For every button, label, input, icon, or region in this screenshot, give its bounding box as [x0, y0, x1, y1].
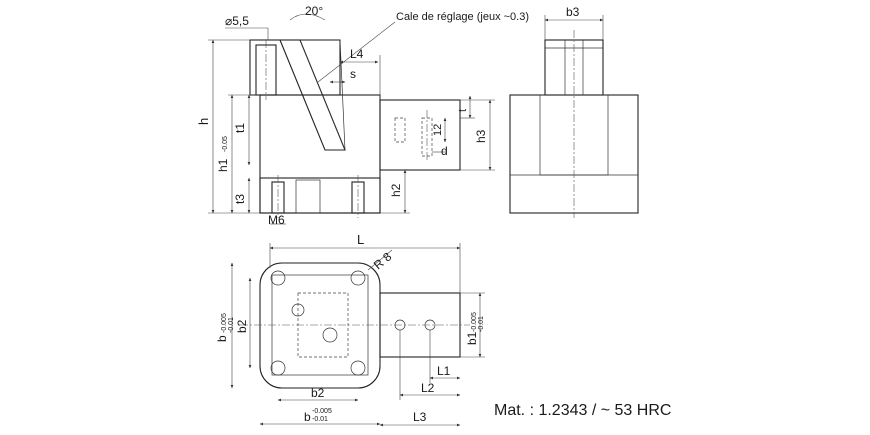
label-dia: ⌀5,5: [225, 14, 249, 28]
label-b-bottom: b: [304, 410, 311, 424]
label-note: Cale de réglage (jeux ~0.3): [396, 11, 529, 23]
corner-hole-tr: [350, 270, 366, 286]
side-view: [509, 15, 639, 218]
label-h3: h3: [474, 129, 488, 143]
label-t3: t3: [233, 194, 247, 204]
top-flange: [259, 262, 381, 389]
slider-block: [249, 39, 341, 96]
label-h: h: [196, 118, 211, 125]
hole-left: [394, 117, 406, 143]
material-spec: Mat. : 1.2343 / ~ 53 HRC: [494, 402, 672, 419]
label-l4: L4: [350, 47, 364, 61]
label-l1: L1: [437, 364, 451, 378]
hole-right: [421, 117, 433, 157]
label-b1-tol-top: -0.005: [471, 312, 478, 332]
hole-2: [322, 327, 338, 343]
label-l3: L3: [413, 410, 427, 424]
label-b3: b3: [566, 5, 580, 19]
label-h2: h2: [389, 183, 403, 197]
label-12: 12: [432, 124, 444, 136]
label-b-tol-top: -0.005: [221, 313, 228, 333]
label-d: d: [441, 144, 448, 158]
label-angle: 20°: [305, 4, 323, 18]
hole-1: [291, 303, 305, 317]
label-b-left: b: [215, 335, 229, 342]
label-t: t: [457, 109, 469, 112]
front-dimensions: [208, 13, 495, 225]
label-m6: M6: [268, 213, 285, 227]
corner-hole-tl: [270, 270, 286, 286]
leader-r8: [367, 249, 393, 271]
label-L: L: [357, 232, 364, 247]
top-dimensions: [230, 243, 485, 427]
wedge-hatch: [299, 39, 346, 151]
label-h1: h1: [216, 158, 230, 172]
corner-hole-bl: [270, 360, 286, 376]
label-h1-tol: -0.05: [222, 136, 229, 152]
label-b-tol-bot: -0.01: [228, 317, 235, 333]
center-slot: [295, 179, 321, 214]
leader-note: [317, 21, 396, 83]
label-b2-bottom: b2: [311, 386, 325, 400]
label-b1: b1: [465, 331, 479, 345]
label-t1: t1: [233, 123, 247, 133]
angle-arc: [289, 13, 326, 21]
label-b2-left: b2: [235, 319, 249, 333]
top-view: [240, 262, 470, 389]
label-b1-tol-bot: -0.01: [478, 316, 485, 332]
slide-extension: [379, 99, 461, 171]
label-b-bottom-tol-top: -0.005: [312, 408, 332, 415]
label-b-bottom-tol-bot: -0.01: [312, 416, 328, 423]
front-section-view: [249, 39, 461, 218]
labels: ⌀5,5 20° Cale de réglage (jeux ~0.3) L4 …: [196, 4, 580, 424]
label-s: s: [350, 67, 356, 81]
label-l2: L2: [421, 381, 435, 395]
label-r8: R 8: [371, 249, 395, 272]
corner-hole-br: [350, 360, 366, 376]
